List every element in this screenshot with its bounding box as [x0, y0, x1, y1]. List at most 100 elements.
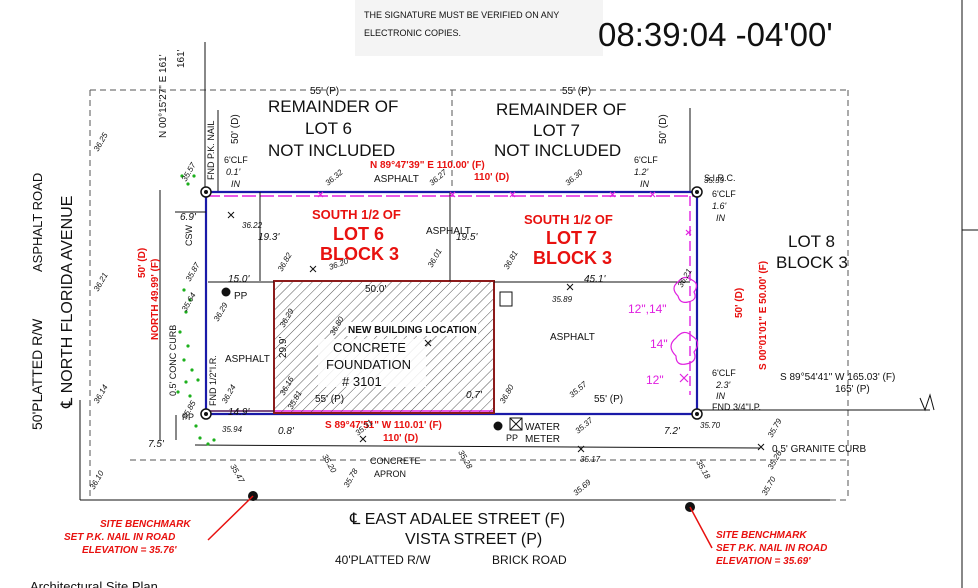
trees: 12",14" 14" 12" [628, 276, 699, 387]
conc-curb-label: 0.5' CONC CURB [168, 325, 178, 396]
elev-4: 36.22 [242, 221, 263, 230]
vegetation-marks [176, 174, 216, 446]
concrete-apron-line-2: APRON [374, 469, 406, 479]
elev-23: 35.70 [700, 421, 721, 430]
foundation-line-3: # 3101 [342, 374, 382, 389]
in-label-e: IN [716, 213, 726, 223]
dim-14-9: 14.9' [228, 407, 250, 418]
in-label-se: IN [716, 391, 726, 401]
building-height-dim: 29.9' [278, 337, 289, 358]
benchmark-right: SITE BENCHMARK SET P.K. NAIL IN ROAD ELE… [685, 502, 827, 567]
elev-28: 35.28 [456, 449, 474, 471]
benchmark-right-line-3: ELEVATION = 35.69' [716, 556, 811, 567]
elev-39: 36.14 [92, 383, 110, 405]
csw-label: CSW [184, 224, 194, 246]
tree-label-2: 14" [650, 337, 668, 351]
title-block-edge [961, 0, 978, 588]
elev-14: 36.24 [220, 383, 238, 405]
elev-20: 35.37 [574, 415, 596, 435]
elev-31: 35.47 [228, 463, 246, 485]
benchmark-left-line-3: ELEVATION = 35.76' [82, 545, 177, 556]
vista-street: VISTA STREET (P) [405, 531, 542, 548]
stamp-line-1: THE SIGNATURE MUST BE VERIFIED ON ANY [364, 10, 559, 20]
lot-8-line-2: BLOCK 3 [776, 253, 848, 272]
power-pole-label-2: PP [506, 433, 518, 443]
lot-7-line-3: BLOCK 3 [533, 248, 612, 268]
remainder-6-line-3: NOT INCLUDED [268, 141, 395, 160]
remainder-7-line-3: NOT INCLUDED [494, 141, 621, 160]
power-pole-label-3: PP [182, 412, 194, 422]
elev-7: 36.01 [426, 247, 444, 269]
elev-22: 35.18 [694, 459, 712, 481]
corner-monuments [200, 186, 703, 431]
south-line-bearing: S 89°47'51" W 110.01' (F) [325, 420, 442, 431]
lot-8-label: LOT 8 BLOCK 3 [776, 232, 848, 272]
fnd-pk-nail-label: FND P.K. NAIL [206, 121, 216, 180]
deed-50-ne: 50' (D) [658, 114, 669, 144]
dim-161: 161' [176, 49, 187, 68]
dim-2-3: 2.3' [715, 380, 731, 390]
asphalt-label-4: ASPHALT [225, 354, 270, 365]
clf-label-e: 6'CLF [712, 189, 736, 199]
asphalt-road-label: ASPHALT ROAD [30, 173, 45, 272]
dim-45-1: 45.1' [584, 274, 606, 285]
dim-0-1: 0.1' [226, 167, 241, 177]
bearings: N 89°47'39" E 110.00' (F) 110' (D) S 89°… [137, 54, 895, 444]
dimension-texts: 0.1' 1.2' 1.6' 2.3' 6.9' 19.3' 19.5' 15.… [148, 49, 731, 450]
elev-9: 35.89 [552, 295, 573, 304]
misc-labels: ASPHALT ASPHALT ASPHALT ASPHALT WATER ME… [168, 86, 866, 479]
elev-18: 35.57 [568, 379, 590, 399]
stamp-line-2: ELECTRONIC COPIES. [364, 28, 461, 38]
remainder-7-line-2: LOT 7 [533, 121, 580, 140]
elev-21: 35.17 [580, 455, 601, 464]
granite-curb-label: 0.5' GRANITE CURB [772, 444, 866, 455]
elev-35: 35.57 [180, 161, 198, 183]
elev-19: 36.80 [498, 383, 516, 405]
west-right-of-way: 50'PLATTED R/W [29, 318, 45, 430]
south-right-of-way: 40'PLATTED R/W [335, 553, 431, 567]
south-line-deed: 110' (D) [383, 433, 418, 444]
water-meter-line-2: METER [525, 434, 560, 445]
north-florida-avenue: ℄ NORTH FLORIDA AVENUE [59, 196, 76, 409]
elev-29: 35.78 [342, 467, 360, 489]
north-line-bearing: N 89°47'39" E 110.00' (F) [370, 160, 485, 171]
dim-19-5: 19.5' [456, 232, 478, 243]
dimension-lines [175, 192, 690, 412]
remainder-lot-7: REMAINDER OF LOT 7 NOT INCLUDED [494, 100, 626, 160]
elev-5: 36.82 [276, 251, 294, 273]
elev-8: 36.81 [502, 249, 520, 271]
tree-label-3: 12" [646, 373, 664, 387]
dim-1-6: 1.6' [712, 201, 727, 211]
clf-label-ne: 6'CLF [634, 155, 658, 165]
elev-26: 35.70 [760, 475, 778, 497]
elev-1: 36.32 [324, 167, 346, 187]
fnd-iron-pipe-label: FND 3/4"I.P. [712, 402, 761, 412]
dim-6-9: 6.9' [180, 212, 197, 223]
remainder-7-line-1: REMAINDER OF [496, 100, 626, 119]
elev-41: 36.21 [676, 267, 694, 289]
clf-label-nw: 6'CLF [224, 155, 248, 165]
benchmark-left-line-1: SITE BENCHMARK [100, 519, 191, 530]
in-label-ne: IN [640, 179, 650, 189]
asphalt-label-1: ASPHALT [374, 174, 419, 185]
elev-37: 36.25 [92, 131, 110, 153]
in-label-nw: IN [231, 179, 241, 189]
remainder-6-line-1: REMAINDER OF [268, 97, 398, 116]
elev-10: 36.29 [212, 301, 230, 323]
foundation-line-1: CONCRETE [333, 340, 406, 355]
dim-7-5: 7.5' [148, 439, 165, 450]
west-line-deed: 50' (D) [137, 248, 148, 278]
foundation-line-2: FOUNDATION [326, 357, 411, 372]
plat-55-ne: 55' (P) [562, 86, 591, 97]
west-line-bearing: NORTH 49.99' (F) [150, 259, 161, 340]
elev-15: 35.94 [222, 425, 243, 434]
dim-7-2: 7.2' [664, 426, 681, 437]
east-line-bearing: S 00°01'01" E 50.00' (F) [758, 261, 769, 370]
water-meter-line-1: WATER [525, 422, 560, 433]
dim-0-8: 0.8' [278, 426, 295, 437]
elev-36: 35.59 [704, 176, 725, 185]
power-pole-label-1: PP [234, 291, 248, 302]
elev-33: 35.87 [184, 261, 202, 283]
lot-6-line-1: SOUTH 1/2 OF [312, 207, 401, 222]
